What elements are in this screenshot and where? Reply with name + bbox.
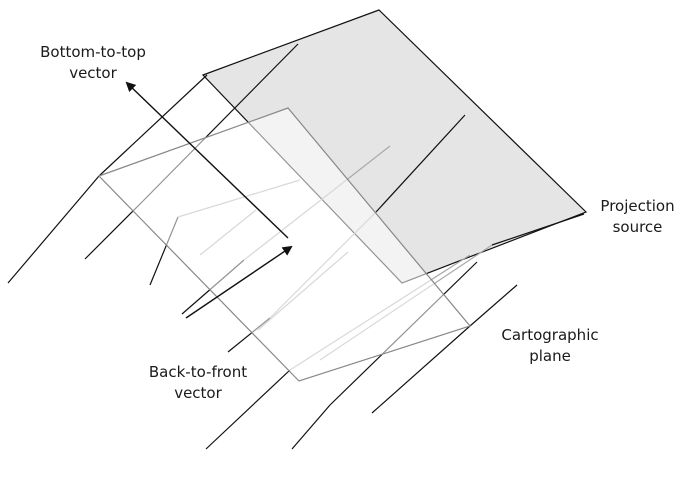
label-line: Bottom-to-top [40, 43, 146, 61]
label-line: vector [69, 64, 117, 82]
back-to-front-vector-label: Back-to-front vector [128, 362, 268, 404]
projection-source-label: Projection source [590, 196, 685, 238]
label-line: Projection [600, 197, 675, 215]
label-line: Cartographic [501, 326, 599, 344]
projection-ray [7, 74, 208, 284]
label-line: source [612, 218, 663, 236]
bottom-to-top-vector-arrow [125, 81, 289, 239]
label-line: vector [174, 384, 222, 402]
bottom-to-top-vector-label: Bottom-to-top vector [18, 42, 168, 84]
cartographic-plane-label: Cartographic plane [480, 325, 620, 367]
projection-ray [371, 284, 518, 414]
back-to-front-vector-arrow [185, 245, 293, 319]
label-line: Back-to-front [148, 363, 248, 381]
label-line: plane [529, 347, 571, 365]
cartographic-plane [97, 107, 472, 382]
